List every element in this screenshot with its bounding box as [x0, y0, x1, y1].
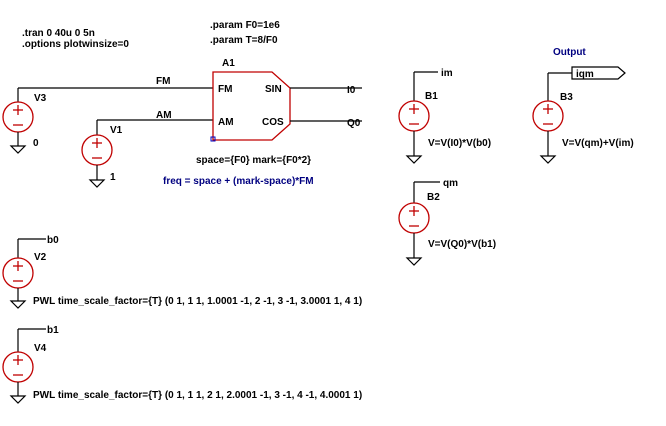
modulator-body — [212, 71, 291, 141]
output-label: Output — [553, 47, 586, 58]
source-v1[interactable]: V1 1 — [81, 119, 213, 188]
net-label-b0: b0 — [47, 235, 59, 246]
source-v3[interactable]: V3 0 — [2, 87, 213, 154]
v3-ref: V3 — [34, 93, 47, 104]
ground-icon — [9, 395, 27, 404]
b3-expr: V=V(qm)+V(im) — [562, 138, 634, 149]
pin-sin: SIN — [265, 84, 282, 95]
net-label-q0: Q0 — [347, 118, 361, 129]
v2-ref: V2 — [34, 252, 47, 263]
freq-comment: freq = space + (mark-space)*FM — [163, 176, 314, 187]
v4-value: PWL time_scale_factor={T} (0 1, 1 1, 2 1… — [33, 390, 362, 401]
ground-icon — [88, 179, 106, 188]
b2-ref: B2 — [427, 192, 440, 203]
ground-icon — [539, 155, 557, 164]
ground-icon — [9, 145, 27, 154]
ground-icon — [405, 257, 423, 266]
v3-value: 0 — [33, 138, 39, 149]
modulator-params: space={F0} mark={F0*2} — [196, 155, 311, 166]
b1-ref: B1 — [425, 91, 438, 102]
b2-expr: V=V(Q0)*V(b1) — [428, 239, 496, 250]
v2-value: PWL time_scale_factor={T} (0 1, 1 1, 1.0… — [33, 296, 362, 307]
b3-ref: B3 — [560, 92, 573, 103]
param-f0-directive[interactable]: .param F0=1e6 — [210, 20, 280, 31]
source-v4[interactable]: V4 PWL time_scale_factor={T} (0 1, 1 1, … — [2, 328, 362, 404]
b1-expr: V=V(I0)*V(b0) — [428, 138, 491, 149]
bsource-b1[interactable]: B1 V=V(I0)*V(b0) — [398, 71, 491, 164]
a1-ref: A1 — [222, 58, 235, 69]
bsource-b2[interactable]: B2 V=V(Q0)*V(b1) — [398, 181, 496, 266]
v1-value: 1 — [110, 172, 116, 183]
net-label-fm: FM — [156, 76, 170, 87]
modulator-a1[interactable]: A1 FM AM SIN COS space={F0} mark={F0*2} — [196, 58, 311, 166]
net-label-am: AM — [156, 110, 172, 121]
pin-cos: COS — [262, 117, 284, 128]
output-port-icon — [571, 66, 626, 80]
net-label-qm: qm — [443, 178, 458, 189]
options-directive[interactable]: .options plotwinsize=0 — [22, 39, 129, 50]
net-label-im: im — [441, 68, 453, 79]
source-v2[interactable]: V2 PWL time_scale_factor={T} (0 1, 1 1, … — [2, 238, 362, 309]
net-label-i0: I0 — [347, 85, 356, 96]
param-t-directive[interactable]: .param T=8/F0 — [210, 35, 278, 46]
ground-icon — [9, 300, 27, 309]
ground-icon — [405, 155, 423, 164]
net-label-iqm: iqm — [576, 69, 594, 80]
pin-fm: FM — [218, 84, 232, 95]
v4-ref: V4 — [34, 343, 47, 354]
v1-ref: V1 — [110, 125, 123, 136]
bsource-b3[interactable]: B3 V=V(qm)+V(im) — [532, 66, 634, 164]
tran-directive[interactable]: .tran 0 40u 0 5n — [22, 28, 95, 39]
pin-am: AM — [218, 117, 234, 128]
net-label-b1: b1 — [47, 325, 59, 336]
